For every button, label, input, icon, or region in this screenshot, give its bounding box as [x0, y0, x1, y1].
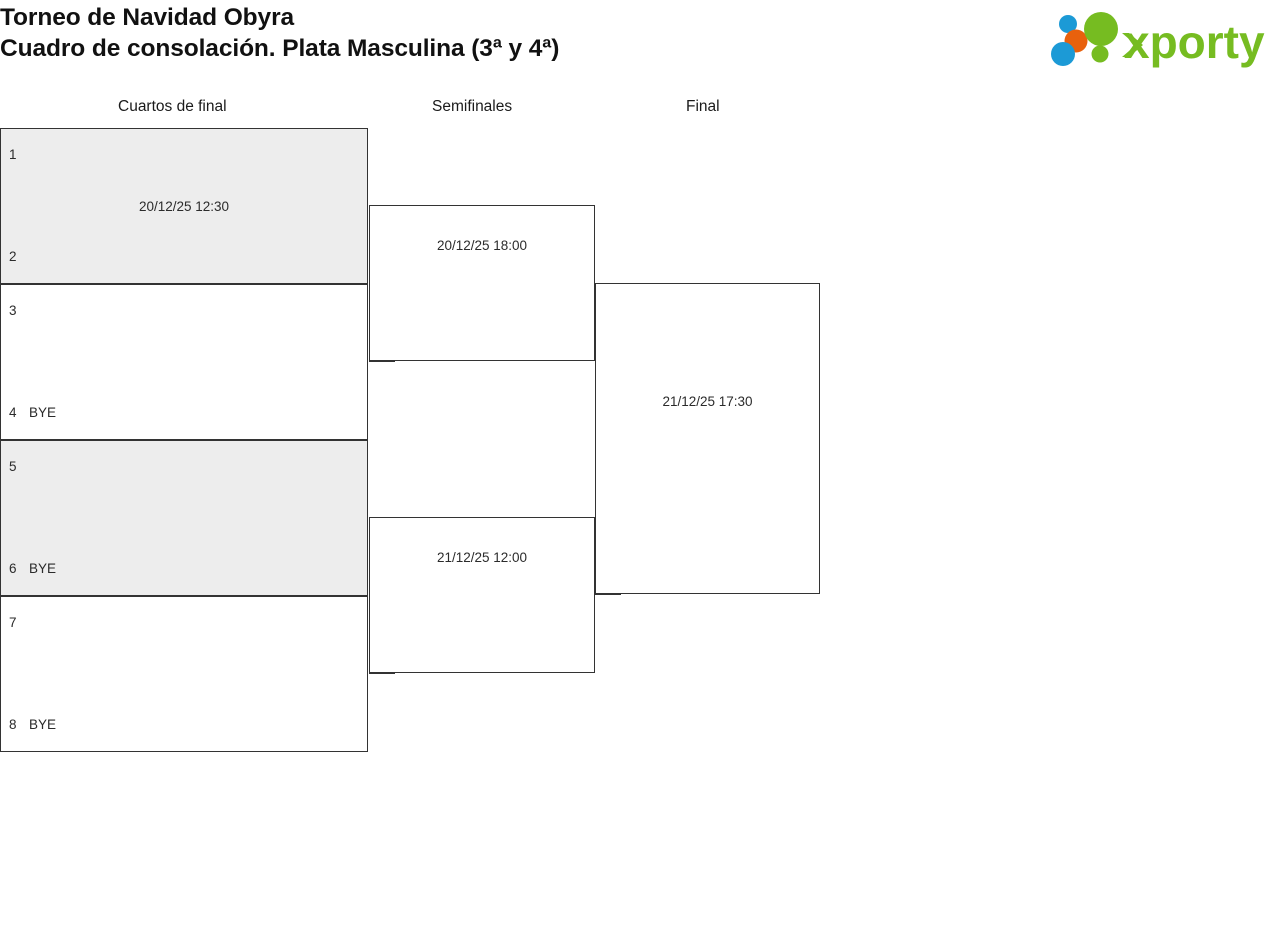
tournament-title: Torneo de Navidad Obyra: [0, 4, 295, 31]
seed-number: 8: [9, 717, 17, 732]
connector-sf1-to-final: [595, 283, 621, 284]
seed-number: 5: [9, 459, 17, 474]
match-qf3-slot-top[interactable]: 5: [9, 459, 29, 475]
seed-number: 6: [9, 561, 17, 576]
match-sf2-date: 21/12/25 12:00: [436, 550, 528, 565]
logo-chevron-icon: [1122, 33, 1143, 57]
participant-name: BYE: [29, 405, 57, 420]
match-sf1[interactable]: 20/12/25 18:00: [369, 205, 595, 361]
title-block: Torneo de Navidad Obyra Cuadro de consol…: [0, 2, 900, 64]
match-qf2-slot-bottom[interactable]: 4 BYE: [9, 405, 56, 421]
match-sf2[interactable]: 21/12/25 12:00: [369, 517, 595, 673]
page-header: Torneo de Navidad Obyra Cuadro de consol…: [0, 0, 1280, 88]
logo-dot-blue-small: [1059, 15, 1077, 33]
round-header-semifinals: Semifinales: [432, 98, 513, 115]
logo-dot-green-small: [1091, 45, 1109, 63]
match-qf1-slot-bottom[interactable]: 2: [9, 249, 29, 265]
connector-qf2-to-sf1: [369, 361, 395, 362]
connector-sf2-to-final: [595, 594, 621, 595]
connector-qf1-to-sf1: [369, 205, 395, 206]
match-qf1-slot-top[interactable]: 1: [9, 147, 29, 163]
connector-qf3-to-sf2: [369, 517, 395, 518]
bracket-subtitle: Cuadro de consolación. Plata Masculina (…: [0, 35, 560, 62]
round-header-quarterfinals: Cuartos de final: [118, 98, 227, 115]
match-qf4-slot-bottom[interactable]: 8 BYE: [9, 717, 56, 733]
logo-dot-green-large: [1084, 12, 1118, 46]
match-qf1-date: 20/12/25 12:30: [138, 199, 230, 214]
match-qf3-slot-bottom[interactable]: 6 BYE: [9, 561, 56, 577]
xporty-logo[interactable]: xporty: [1048, 6, 1276, 68]
seed-number: 4: [9, 405, 17, 420]
match-qf3[interactable]: 5 6 BYE: [0, 440, 368, 596]
match-sf1-date: 20/12/25 18:00: [436, 238, 528, 253]
logo-dot-blue-large: [1051, 42, 1075, 66]
match-qf2-slot-top[interactable]: 3: [9, 303, 29, 319]
round-header-final: Final: [686, 98, 720, 115]
match-qf2[interactable]: 3 4 BYE: [0, 284, 368, 440]
seed-number: 2: [9, 249, 17, 264]
participant-name: BYE: [29, 717, 57, 732]
participant-name: BYE: [29, 561, 57, 576]
match-qf1[interactable]: 1 20/12/25 12:30 2: [0, 128, 368, 284]
logo-wordmark: xporty: [1124, 16, 1265, 68]
seed-number: 7: [9, 615, 17, 630]
match-final-date: 21/12/25 17:30: [662, 394, 753, 409]
match-final[interactable]: 21/12/25 17:30: [595, 283, 820, 594]
match-qf4[interactable]: 7 8 BYE: [0, 596, 368, 752]
connector-qf4-to-sf2: [369, 673, 395, 674]
match-qf4-slot-top[interactable]: 7: [9, 615, 29, 631]
seed-number: 3: [9, 303, 17, 318]
seed-number: 1: [9, 147, 17, 162]
